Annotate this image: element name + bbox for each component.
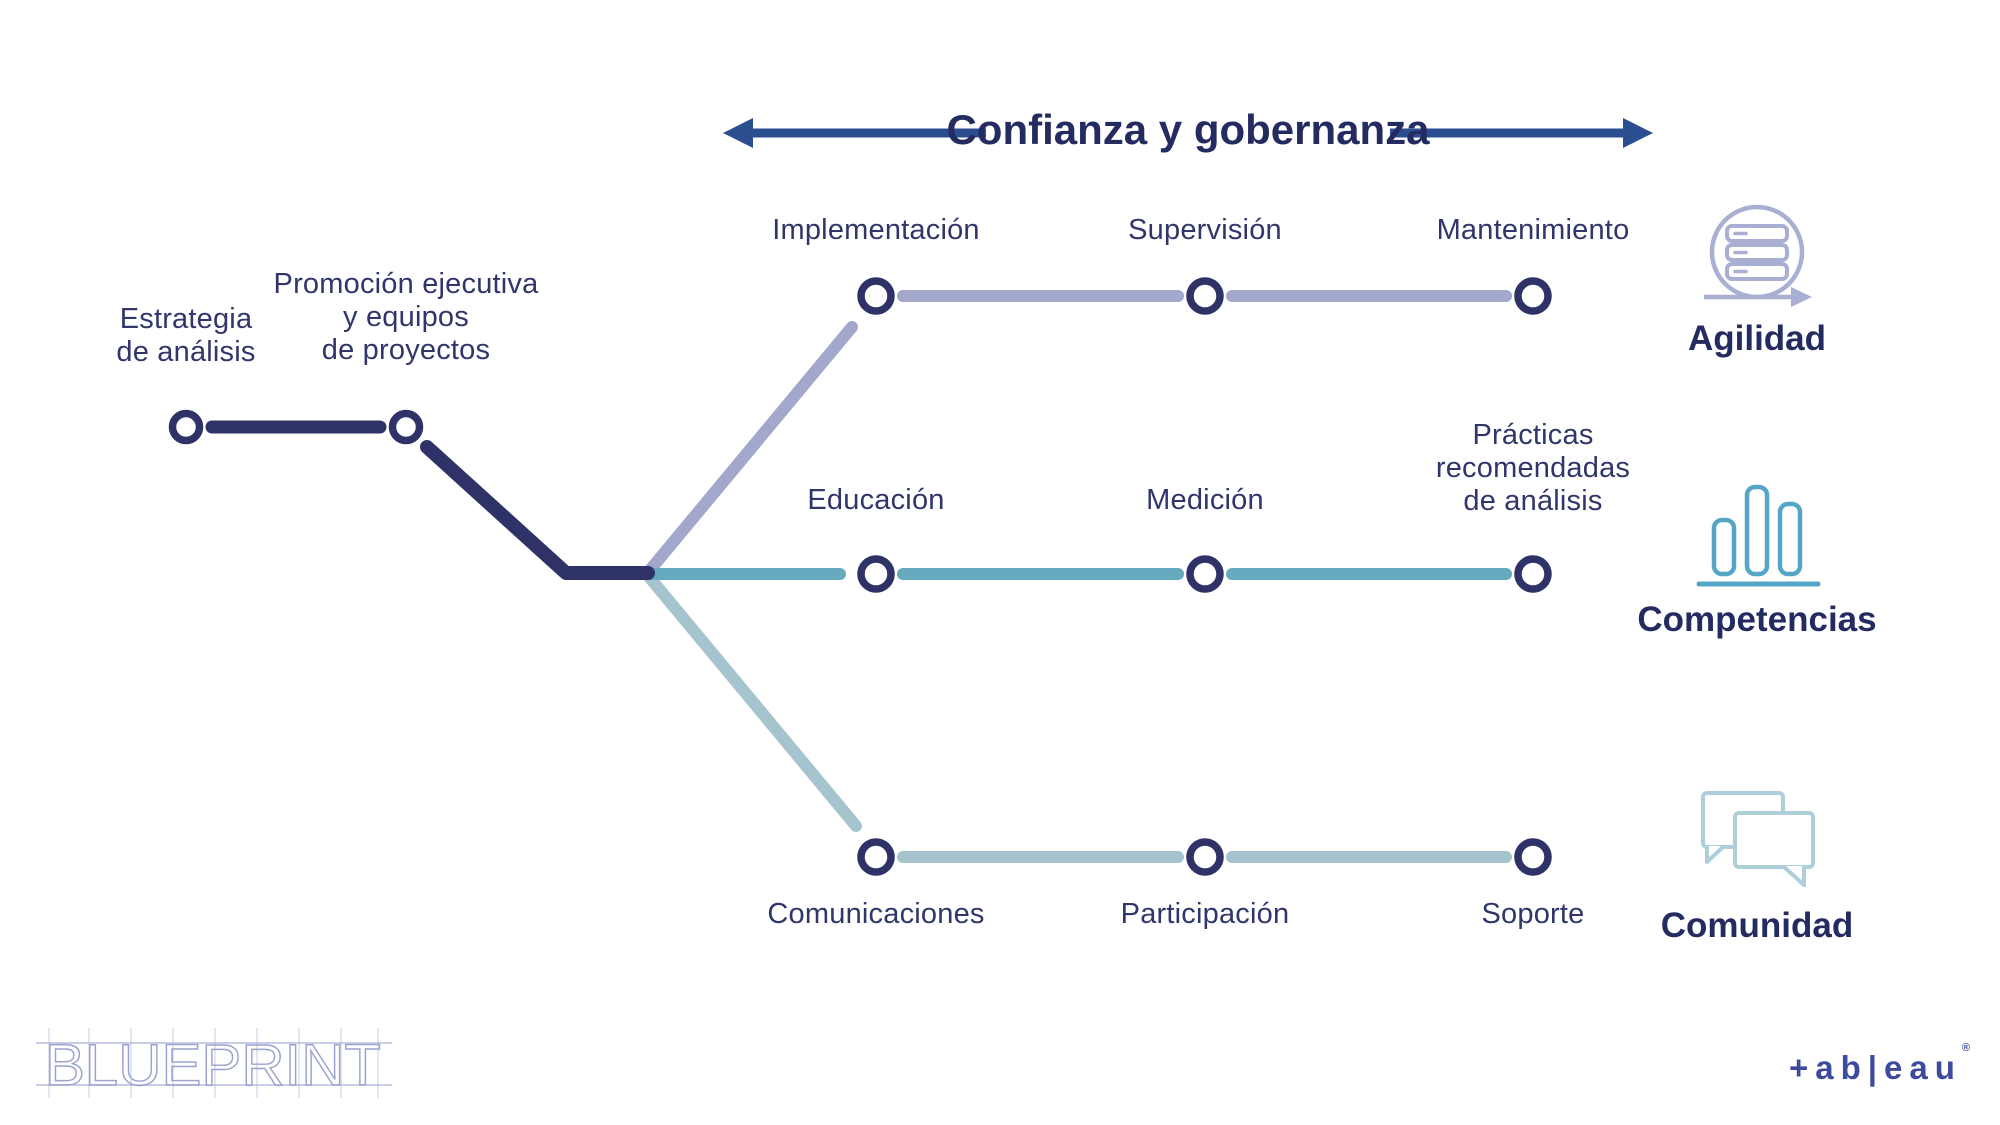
bar-tall xyxy=(1744,484,1770,577)
label-comunicaciones: Comunicaciones xyxy=(767,898,985,930)
blueprint-logo-text: BLUEPRINT xyxy=(45,1033,381,1098)
tableau-logo-wordmark: +ab|eau® xyxy=(1789,1042,1970,1087)
tableau-wordmark-text: +ab|eau xyxy=(1789,1049,1962,1086)
label-mantenimiento: Mantenimiento xyxy=(1436,214,1630,246)
track-comunidad-diagonal xyxy=(644,572,862,832)
chat-bubble-front xyxy=(1733,811,1815,869)
blueprint-logo: BLUEPRINT xyxy=(36,1028,392,1099)
chat-bubbles-icon xyxy=(1701,791,1815,887)
category-competencias: Competencias xyxy=(1637,600,1877,639)
node-participacion xyxy=(1186,838,1224,876)
bar-small xyxy=(1711,517,1737,577)
node-estrategia xyxy=(168,409,204,445)
chat-bubble-back-tail xyxy=(1705,844,1726,864)
node-supervision xyxy=(1186,277,1224,315)
server-row xyxy=(1725,262,1789,281)
node-practicas xyxy=(1514,555,1552,593)
label-soporte: Soporte xyxy=(1481,898,1585,930)
blueprint-guide-ticks xyxy=(48,1028,379,1098)
node-educacion xyxy=(857,555,895,593)
server-stack-sprint-icon xyxy=(1704,204,1812,307)
bar-medium xyxy=(1777,501,1803,577)
governance-title: Confianza y gobernanza xyxy=(946,106,1430,153)
track-agilidad-diagonal xyxy=(644,321,858,576)
node-medicion xyxy=(1186,555,1224,593)
governance-arrows xyxy=(723,118,1653,148)
trunk-elbow xyxy=(420,440,655,580)
label-medicion: Medición xyxy=(1146,484,1264,516)
trunk-line xyxy=(205,420,655,580)
node-soporte xyxy=(1514,838,1552,876)
node-promocion xyxy=(388,409,424,445)
label-participacion: Participación xyxy=(1120,898,1290,930)
station-nodes xyxy=(168,277,1552,876)
registered-trademark: ® xyxy=(1961,1042,1970,1054)
node-comunicaciones xyxy=(857,838,895,876)
governance-arrow-right-head xyxy=(1623,118,1653,148)
label-implementacion: Implementación xyxy=(772,214,980,246)
track-lines xyxy=(644,290,1512,863)
server-row xyxy=(1725,224,1789,243)
label-educacion: Educación xyxy=(807,484,945,516)
category-comunidad: Comunidad xyxy=(1660,906,1854,945)
label-estrategia: Estrategia de análisis xyxy=(116,303,256,368)
category-agilidad: Agilidad xyxy=(1687,319,1827,358)
node-mantenimiento xyxy=(1514,277,1552,315)
governance-arrow-left-head xyxy=(723,118,753,148)
label-practicas: Prácticas recomendadas de análisis xyxy=(1435,419,1631,517)
sprint-arrow-head xyxy=(1791,287,1812,307)
chat-bubble-front-tail xyxy=(1781,864,1806,887)
label-supervision: Supervisión xyxy=(1128,214,1282,246)
node-implementacion xyxy=(857,277,895,315)
server-row xyxy=(1725,243,1789,262)
bar-chart-icon xyxy=(1696,484,1821,587)
label-promocion: Promoción ejecutiva y equipos de proyect… xyxy=(273,268,539,366)
